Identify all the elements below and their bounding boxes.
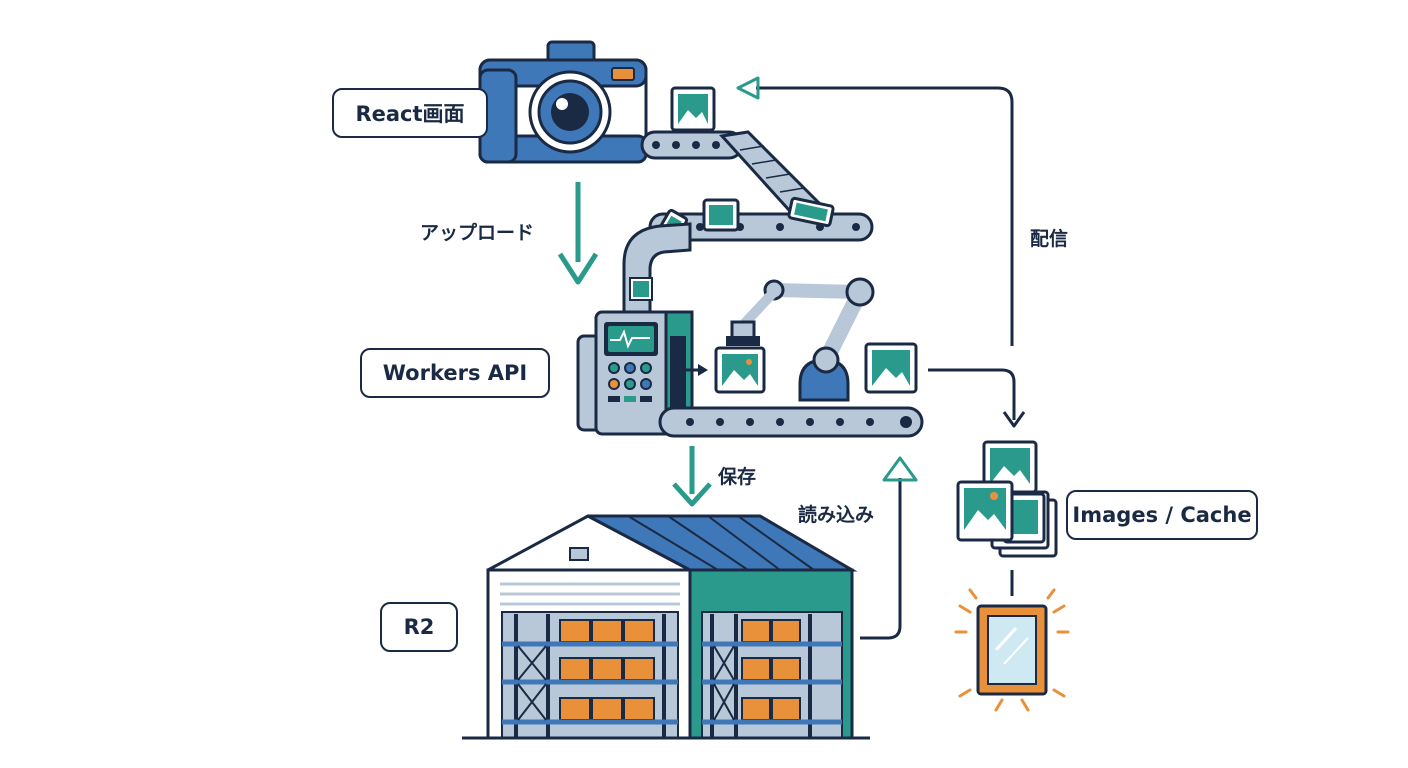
upload-arrow <box>557 182 599 285</box>
flow-arrow <box>680 364 708 376</box>
read-label: 読み込み <box>798 504 875 526</box>
workers-machine <box>576 310 694 436</box>
read-arrow <box>860 456 918 640</box>
chute <box>622 222 692 314</box>
deliver-label: 配信 <box>1030 228 1069 250</box>
workers-node-label: Workers API <box>360 348 550 398</box>
store-arrow <box>672 446 712 507</box>
warehouse-shelves <box>462 614 870 740</box>
camera-icon <box>478 40 648 164</box>
react-node-text: React画面 <box>355 102 465 126</box>
r2-node-text: R2 <box>403 615 435 639</box>
react-node-label: React画面 <box>332 88 488 138</box>
photo-icon <box>714 346 766 394</box>
r2-node-label: R2 <box>380 602 458 652</box>
image-stack-icon <box>956 440 1058 558</box>
cache-arrow <box>928 368 1026 428</box>
upload-label: アップロード <box>420 222 535 244</box>
photo-icon <box>787 196 835 228</box>
photo-icon <box>670 86 716 132</box>
robot-arm <box>726 277 875 402</box>
store-label: 保存 <box>718 466 757 488</box>
images-node-text: Images / Cache <box>1072 503 1252 527</box>
photo-icon <box>864 342 918 394</box>
glowing-frame-icon <box>954 570 1070 712</box>
deliver-arrow <box>736 76 1014 346</box>
conveyor-belt-bottom <box>658 406 924 438</box>
workers-node-text: Workers API <box>382 361 528 385</box>
photo-icon <box>702 198 740 232</box>
images-node-label: Images / Cache <box>1066 490 1258 540</box>
